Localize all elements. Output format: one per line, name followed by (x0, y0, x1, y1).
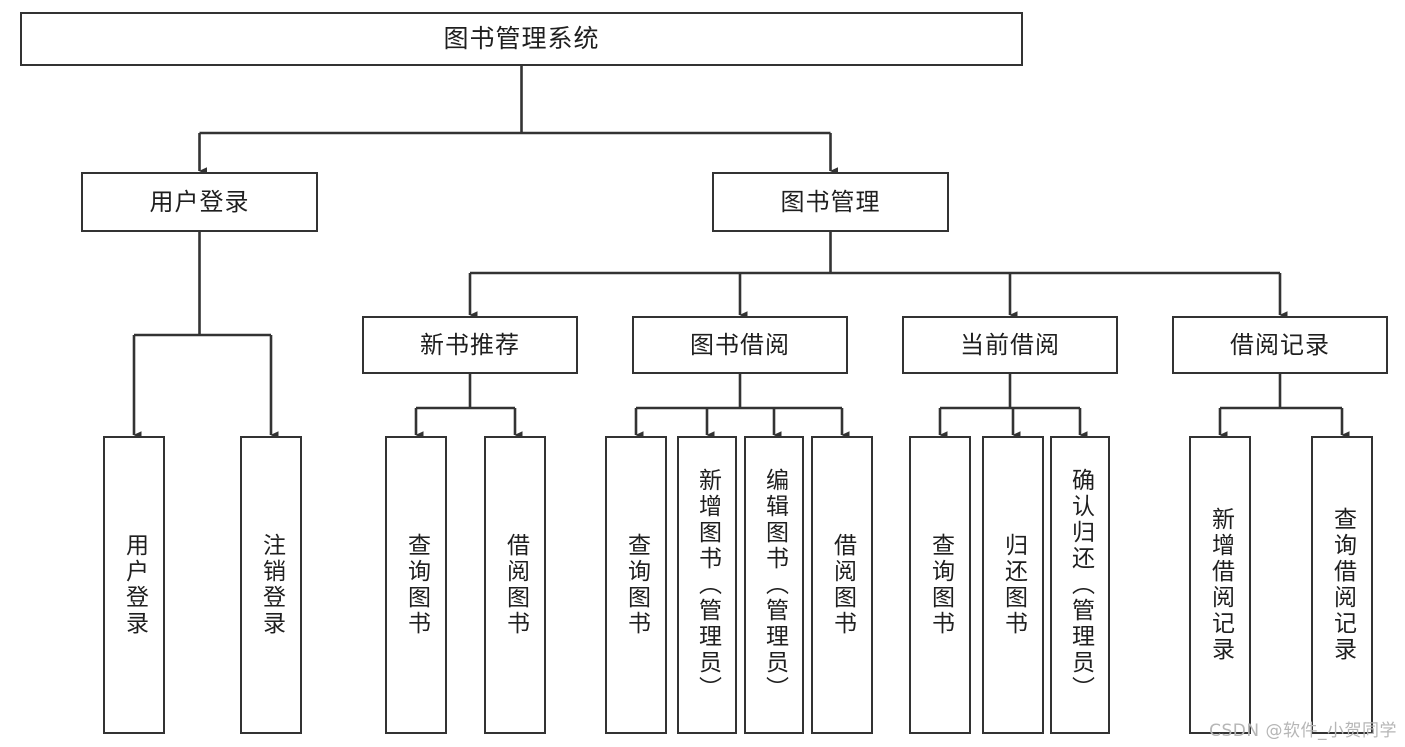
watermark-text: CSDN @软件_小贺同学 (1209, 721, 1397, 741)
node-label: 新书推荐 (420, 330, 520, 359)
node-label: 新增借阅记录 (1207, 507, 1234, 663)
node-label: 用户登录 (149, 187, 250, 216)
node-label: 查询图书 (927, 533, 954, 637)
node-leaf-add-book-admin[interactable]: 新增图书（管理员） (677, 436, 737, 734)
node-label: 借阅图书 (502, 533, 529, 637)
node-leaf-add-borrow-record[interactable]: 新增借阅记录 (1189, 436, 1251, 734)
node-leaf-query-book-current[interactable]: 查询图书 (909, 436, 971, 734)
node-leaf-user-login[interactable]: 用户登录 (103, 436, 165, 734)
node-label: 新增图书（管理员） (694, 468, 721, 702)
node-leaf-query-borrow-record[interactable]: 查询借阅记录 (1311, 436, 1373, 734)
node-label: 编辑图书（管理员） (761, 468, 788, 702)
node-label: 查询图书 (623, 533, 650, 637)
node-borrow-record[interactable]: 借阅记录 (1172, 316, 1388, 374)
node-user-login[interactable]: 用户登录 (81, 172, 318, 232)
node-label: 查询借阅记录 (1329, 507, 1356, 663)
node-label: 查询图书 (403, 533, 430, 637)
node-leaf-borrow-book-new[interactable]: 借阅图书 (484, 436, 546, 734)
node-label: 注销登录 (258, 533, 285, 637)
node-new-book-recommend[interactable]: 新书推荐 (362, 316, 578, 374)
node-leaf-user-logout[interactable]: 注销登录 (240, 436, 302, 734)
node-book-manage[interactable]: 图书管理 (712, 172, 949, 232)
node-label: 图书借阅 (690, 330, 790, 359)
node-leaf-borrow-book[interactable]: 借阅图书 (811, 436, 873, 734)
node-label: 确认归还（管理员） (1067, 468, 1094, 702)
node-root[interactable]: 图书管理系统 (20, 12, 1023, 66)
node-leaf-confirm-return[interactable]: 确认归还（管理员） (1050, 436, 1110, 734)
node-label: 当前借阅 (960, 330, 1060, 359)
node-label: 图书管理系统 (443, 24, 600, 54)
node-leaf-edit-book-admin[interactable]: 编辑图书（管理员） (744, 436, 804, 734)
node-label: 归还图书 (1000, 533, 1027, 637)
node-label: 借阅记录 (1230, 330, 1330, 359)
node-leaf-return-book[interactable]: 归还图书 (982, 436, 1044, 734)
node-current-borrow[interactable]: 当前借阅 (902, 316, 1118, 374)
node-label: 用户登录 (121, 533, 148, 637)
node-book-borrow[interactable]: 图书借阅 (632, 316, 848, 374)
node-label: 图书管理 (780, 187, 881, 216)
node-leaf-query-book-new[interactable]: 查询图书 (385, 436, 447, 734)
node-label: 借阅图书 (829, 533, 856, 637)
node-leaf-query-book-borrow[interactable]: 查询图书 (605, 436, 667, 734)
